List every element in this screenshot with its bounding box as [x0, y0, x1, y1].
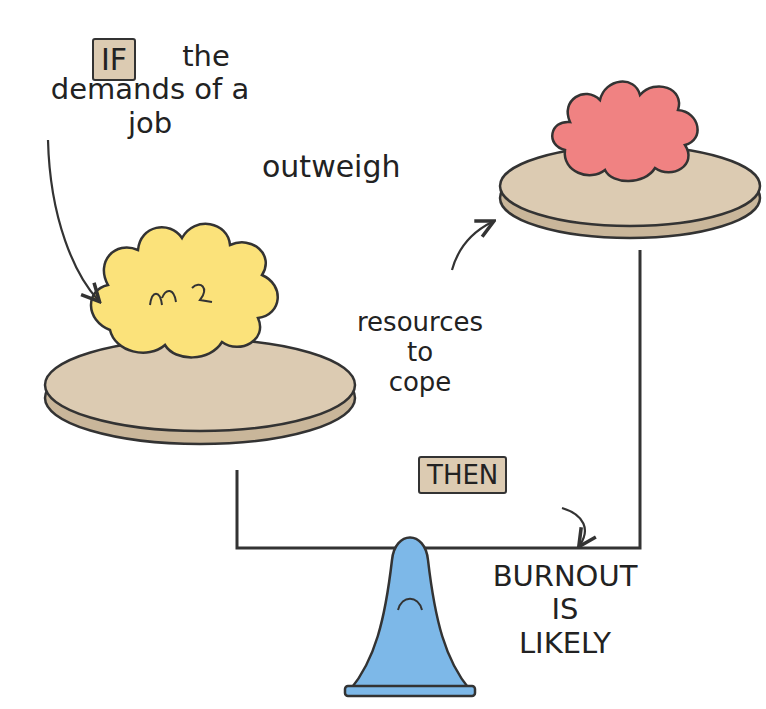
annotation-text: outweigh [262, 150, 452, 185]
annotation-text: BURNOUT IS LIKELY [480, 560, 650, 660]
keyword-text: IF [101, 42, 127, 77]
annotation-text: the demands of a job [40, 40, 260, 140]
annotation-text: resources to cope [340, 308, 500, 398]
keyword-text: THEN [427, 460, 498, 490]
keyword-box: THEN [418, 456, 507, 494]
